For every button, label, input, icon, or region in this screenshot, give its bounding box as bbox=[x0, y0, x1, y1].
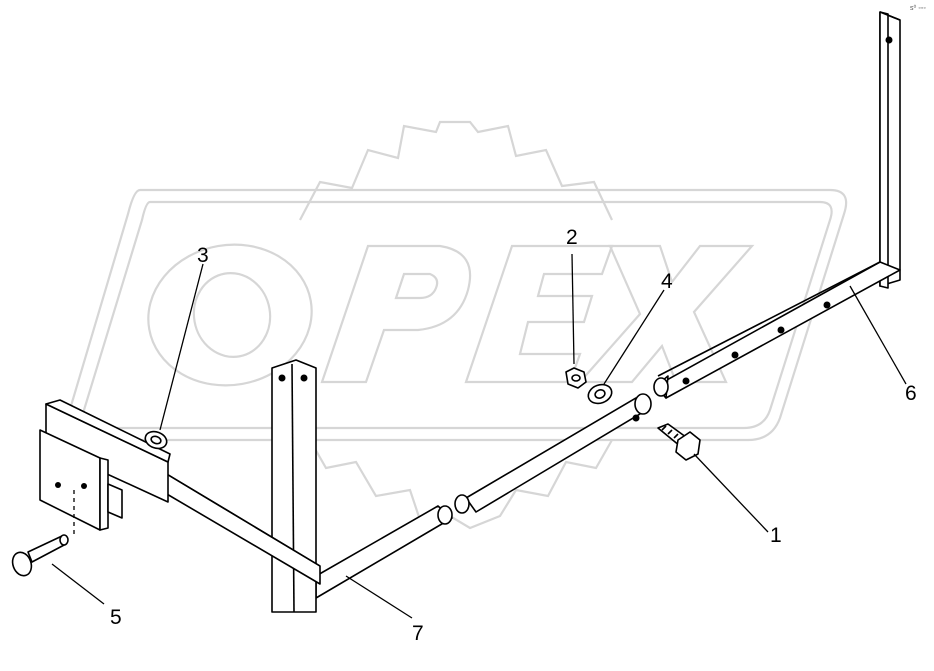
callout-6: 6 bbox=[905, 382, 917, 405]
watermark-logo bbox=[64, 120, 848, 530]
left-frame-assembly bbox=[39, 359, 652, 613]
callout-7: 7 bbox=[412, 622, 424, 645]
hex-nut bbox=[565, 367, 587, 389]
washer bbox=[587, 383, 613, 405]
clevis-pin bbox=[11, 534, 69, 577]
bolt bbox=[657, 423, 701, 461]
callout-labels: 1 2 3 4 5 6 7 bbox=[110, 226, 917, 645]
callout-1: 1 bbox=[770, 524, 782, 547]
right-frame-bar bbox=[653, 11, 901, 399]
callout-4: 4 bbox=[661, 270, 673, 293]
corner-mark: s⁰ ◦◦◦ bbox=[910, 4, 926, 12]
leader-lines bbox=[51, 253, 907, 619]
callout-3: 3 bbox=[197, 244, 209, 267]
callout-2: 2 bbox=[566, 226, 578, 249]
callout-5: 5 bbox=[110, 606, 122, 629]
snap-ring bbox=[144, 430, 168, 450]
